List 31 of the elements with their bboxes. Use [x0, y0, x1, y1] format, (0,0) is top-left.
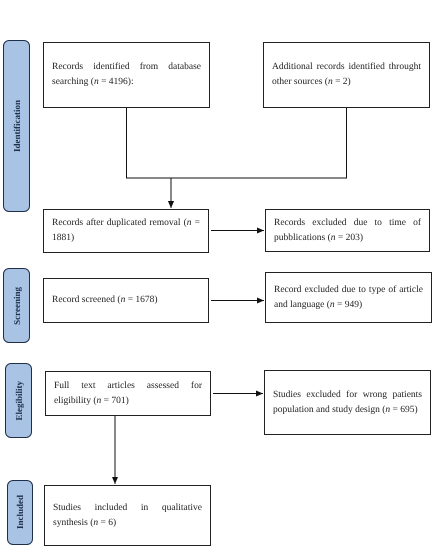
process-box	[44, 485, 211, 546]
box-text: Additional records identified throught other sources (n = 2)	[272, 61, 421, 89]
stage-label: Identification	[12, 100, 22, 152]
stage-band	[7, 480, 33, 545]
box-text: Records identified from database searching (n = 4196):	[52, 61, 201, 89]
process-box	[43, 209, 209, 253]
process-box	[265, 209, 430, 252]
box-text: Full text articles assessed for eligibility (n = 701)	[54, 380, 202, 408]
box-text: Records excluded due to time of pubblications (n = 203)	[274, 216, 421, 244]
box-text: Studies excluded for wrong patients population and study design (n = 695)	[273, 388, 422, 416]
arrow	[210, 228, 264, 234]
box-text: Studies included in qualitative synthesis (n = 6)	[53, 502, 202, 530]
process-box	[45, 371, 211, 416]
stage-band	[3, 40, 30, 212]
box-text: Record screened (n = 1678)	[52, 294, 159, 307]
arrow	[212, 390, 264, 396]
process-box	[264, 370, 431, 435]
process-box	[43, 278, 209, 323]
process-box	[263, 42, 430, 108]
stage-band	[3, 268, 30, 343]
process-box	[43, 42, 210, 108]
arrow	[168, 108, 347, 208]
stage-band	[5, 363, 32, 438]
stage-label: Screening	[12, 286, 22, 324]
stage-label: Elegibility	[14, 380, 24, 420]
arrow	[112, 416, 118, 484]
stage-label: Included	[15, 495, 25, 530]
box-text: Records after duplicated removal (n = 1881)	[52, 217, 200, 245]
arrow	[210, 298, 264, 304]
box-text: Record excluded due to type of article and language (n = 949)	[274, 284, 423, 312]
process-box	[265, 272, 432, 323]
